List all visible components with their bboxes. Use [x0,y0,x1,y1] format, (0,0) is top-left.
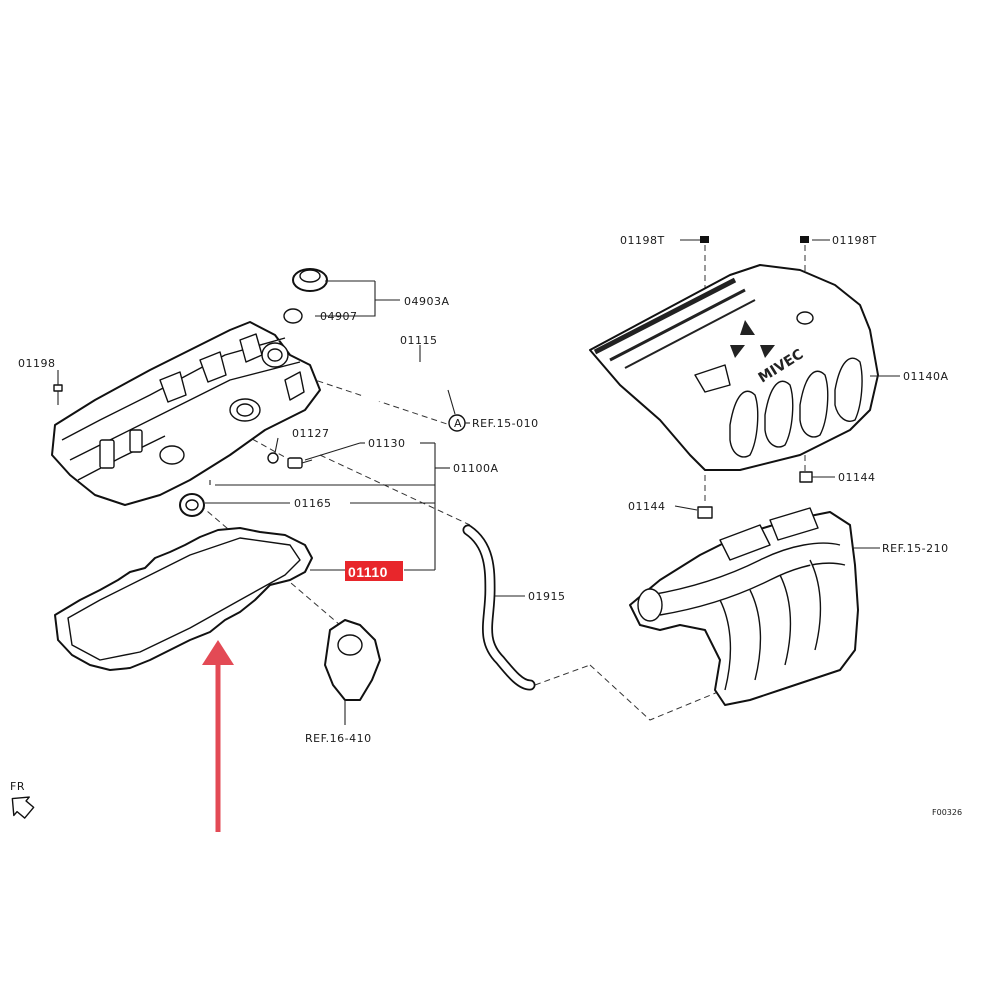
oil-seal-icon [179,493,205,517]
callout-01110-highlighted: 01110 [348,564,388,580]
cap-gasket-icon [283,308,303,324]
callout-01915: 01915 [528,590,566,603]
callout-01198t-left: 01198T [620,234,665,247]
ref-a-label: A [454,417,462,430]
intake-manifold [629,507,859,706]
pcv-valve-icon [267,452,313,469]
callout-01140a: 01140A [903,370,949,383]
engine-cover: MIVEC [589,264,879,471]
bolt-01198t-right-icon [800,236,809,243]
front-direction-icon [11,796,35,819]
callout-01130: 01130 [368,437,406,450]
breather-hose-icon [462,524,536,691]
callout-01165: 01165 [294,497,332,510]
valve-cover [51,321,321,506]
bolt-01198t-left-icon [700,236,709,243]
bolt-01198-icon [53,384,63,405]
callout-01127: 01127 [292,427,330,440]
leader-lines [57,239,900,597]
front-label: FR [10,780,25,793]
cover-gasket-icon [54,527,313,671]
callout-ref-15-210: REF.15-210 [882,542,949,555]
callout-01100a: 01100A [453,462,499,475]
oil-filler-cap-icon [292,268,328,292]
callout-01144-left: 01144 [628,500,666,513]
callout-ref-16-410: REF.16-410 [305,732,372,745]
clip-01144-right-icon [799,471,813,483]
ref-16-410-component-icon [324,619,381,725]
figure-code: F00326 [932,808,962,817]
callout-01198t-right: 01198T [832,234,877,247]
clip-01144-left-icon [697,506,713,519]
callout-04903a: 04903A [404,295,450,308]
callout-04907: 04907 [320,310,358,323]
callout-01115: 01115 [400,334,438,347]
callout-ref-15-010: REF.15-010 [472,417,539,430]
highlight-box [345,561,403,581]
callout-01144-right: 01144 [838,471,876,484]
highlight-arrow-icon [202,640,234,832]
pcv-hose-icon [342,361,450,413]
callout-01198: 01198 [18,357,56,370]
